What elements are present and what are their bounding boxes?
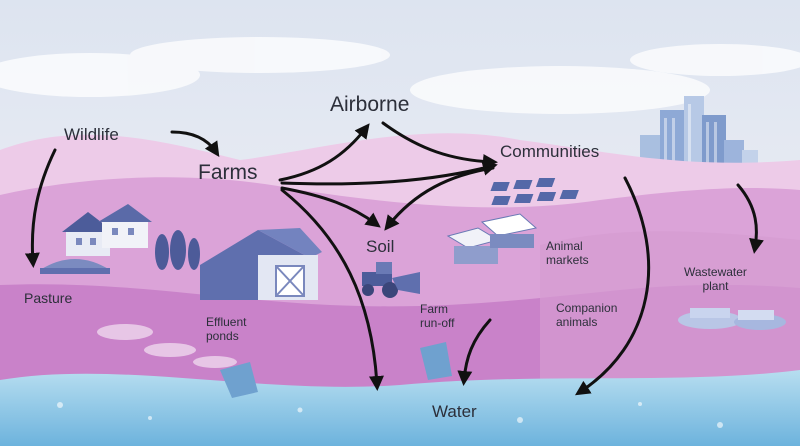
label-animal-markets: Animal markets <box>546 239 589 267</box>
transmission-arrows <box>24 121 764 396</box>
label-effluent-ponds: Effluent ponds <box>206 315 247 343</box>
label-soil: Soil <box>366 237 395 256</box>
arrow-farms-to-soil <box>280 186 381 228</box>
arrow-farms-to-water <box>280 188 384 391</box>
arrow-communities-to-soil <box>384 166 495 231</box>
arrow-companion-to-water <box>457 318 492 386</box>
greenhouse <box>40 259 110 274</box>
label-airborne: Airborne <box>330 93 410 116</box>
solar-panels <box>490 178 579 205</box>
label-companion-animals: Companion animals <box>556 301 618 329</box>
water <box>0 370 800 446</box>
drain-pipes <box>220 342 452 398</box>
farmhouse <box>62 204 152 256</box>
trees <box>155 230 200 270</box>
label-communities: Communities <box>500 142 600 161</box>
water-ripples <box>57 402 723 428</box>
label-farms: Farms <box>198 161 258 184</box>
label-farm-runoff: Farm run-off <box>420 302 455 330</box>
wastewater-plant <box>678 308 786 330</box>
clouds <box>0 37 800 114</box>
arrow-wildlife-to-pasture <box>24 148 57 268</box>
arrow-farms-to-communities <box>280 160 498 186</box>
effluent-ponds-shapes <box>97 324 237 368</box>
tractor <box>362 262 420 298</box>
label-pasture: Pasture <box>24 290 73 306</box>
arrow-wildlife-to-farms <box>170 130 220 157</box>
label-wastewater-plant: Wastewater plant <box>684 265 747 293</box>
arrow-farms-to-airborne <box>278 123 370 182</box>
arrow-city-to-wastewater <box>736 183 764 254</box>
arrow-communities-to-water <box>574 176 651 396</box>
arrow-airborne-to-communities <box>381 121 498 170</box>
barn <box>200 228 322 300</box>
label-water: Water <box>432 402 477 421</box>
label-wildlife: Wildlife <box>64 125 119 144</box>
animal-market-stalls <box>446 213 538 264</box>
